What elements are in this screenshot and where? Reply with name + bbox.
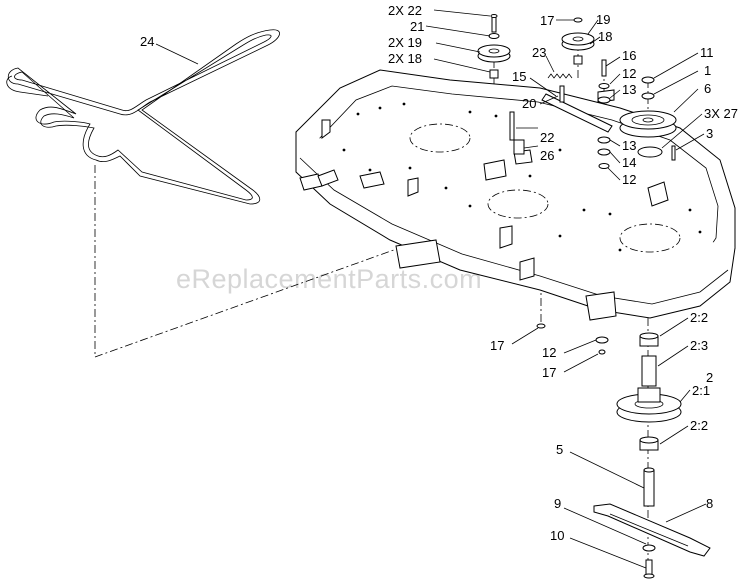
callout-2x22: 2X 22 — [388, 3, 422, 18]
pulley-6 — [619, 110, 677, 138]
callout-3: 3 — [706, 126, 713, 141]
nut-11 — [641, 76, 655, 84]
callout-23: 23 — [532, 45, 546, 60]
callout-12-a: 12 — [622, 66, 636, 81]
callout-2-2-bottom: 2:2 — [690, 418, 708, 433]
bolt-10 — [643, 559, 655, 579]
bolt-16 — [601, 59, 607, 77]
washer-12-a — [598, 83, 610, 89]
callout-12-c: 12 — [542, 345, 556, 360]
belt-alignment-line — [94, 165, 431, 358]
callout-13-a: 13 — [622, 82, 636, 97]
screw-3 — [671, 145, 676, 161]
leader-lines — [155, 9, 707, 569]
callout-17-top: 17 — [540, 13, 554, 28]
callout-2x18: 2X 18 — [388, 51, 422, 66]
callout-20: 20 — [522, 96, 536, 111]
callout-13-b: 13 — [622, 138, 636, 153]
bolt-20 — [559, 85, 565, 103]
callout-26: 26 — [540, 148, 554, 163]
pulley-19-left — [477, 44, 511, 63]
nut-17-low — [598, 349, 606, 355]
spacer-18-left — [489, 69, 499, 79]
callout-22: 22 — [540, 130, 554, 145]
callout-2: 2 — [706, 370, 713, 385]
bearing-2-2-bottom — [639, 436, 659, 451]
callout-15: 15 — [512, 69, 526, 84]
washer-1 — [641, 92, 655, 100]
washer-13-a — [597, 96, 611, 104]
washer-21 — [488, 33, 500, 39]
callout-11: 11 — [700, 45, 714, 60]
callout-6: 6 — [704, 81, 711, 96]
washer-12-c — [595, 336, 609, 344]
washer-13-b — [597, 136, 611, 144]
callout-2-2-top: 2:2 — [690, 310, 708, 325]
nut-17-mid — [536, 323, 546, 329]
spindle-housing-2-1 — [616, 387, 682, 423]
spacer-2-3 — [641, 355, 657, 387]
idler-arm-15 — [541, 93, 613, 133]
callout-17-mid: 17 — [490, 338, 504, 353]
washer-12-b — [598, 163, 610, 169]
callout-2-1: 2:1 — [692, 383, 710, 398]
callout-24: 24 — [140, 34, 154, 49]
washer-14 — [597, 148, 611, 156]
nut-17-top — [573, 17, 583, 23]
drive-belt — [6, 29, 280, 205]
bolt-22-left — [490, 14, 498, 33]
bracket-26 — [513, 139, 525, 155]
spacer-18-right — [573, 55, 583, 65]
bearing-top — [637, 146, 663, 158]
callout-1: 1 — [704, 63, 711, 78]
callout-16: 16 — [622, 48, 636, 63]
callout-5: 5 — [556, 442, 563, 457]
callout-labels: 24 2X 22 21 2X 19 2X 18 17 19 18 23 16 1… — [140, 3, 738, 543]
bearing-2-2-top — [639, 332, 659, 347]
watermark: eReplacementParts.com — [176, 264, 482, 294]
callout-3x27: 3X 27 — [704, 106, 738, 121]
callout-9: 9 — [554, 496, 561, 511]
callout-10: 10 — [550, 528, 564, 543]
spindle-shaft-5 — [643, 467, 655, 507]
callout-2x19: 2X 19 — [388, 35, 422, 50]
callout-8: 8 — [706, 496, 713, 511]
callout-18: 18 — [598, 29, 612, 44]
spring-23 — [547, 73, 573, 79]
washer-9 — [642, 544, 656, 552]
callout-21: 21 — [410, 19, 424, 34]
callout-19: 19 — [596, 12, 610, 27]
callout-17-low: 17 — [542, 365, 556, 380]
bolt-22 — [509, 111, 515, 141]
pulley-19-right — [561, 32, 595, 51]
callout-2-3: 2:3 — [690, 338, 708, 353]
callout-12-b: 12 — [622, 172, 636, 187]
callout-14: 14 — [622, 155, 636, 170]
